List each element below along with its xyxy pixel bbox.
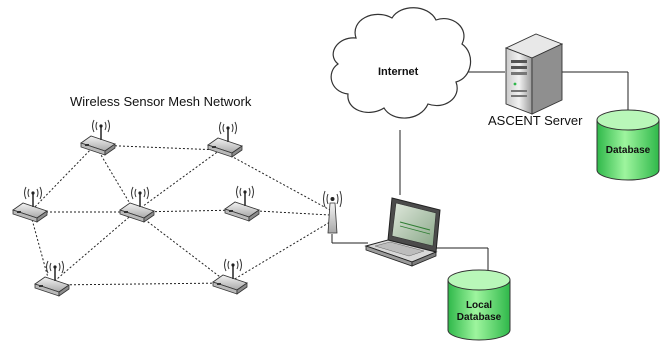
sensor-node-icon	[80, 119, 116, 156]
laptop-icon	[364, 197, 441, 267]
local-database-label-line1: Local	[466, 300, 492, 311]
database-icon	[596, 109, 660, 181]
sensor-node-icon	[224, 185, 260, 222]
sensor-node-icon	[12, 186, 48, 223]
server-icon	[504, 33, 564, 115]
sensor-node-icon	[212, 258, 248, 295]
database-label: Database	[606, 145, 651, 156]
server-label: ASCENT Server	[488, 113, 583, 128]
gateway-antenna-icon	[323, 190, 342, 234]
mesh-links	[29, 144, 331, 286]
mesh-network-title: Wireless Sensor Mesh Network	[70, 94, 252, 109]
internet-cloud-icon	[330, 7, 472, 119]
internet-label: Internet	[378, 66, 419, 78]
sensor-node-icon	[119, 186, 155, 223]
sensor-node-icon	[207, 121, 243, 158]
local-database-label-line2: Database	[457, 312, 502, 323]
sensor-node-icon	[34, 260, 70, 297]
local-database-icon	[447, 269, 511, 341]
